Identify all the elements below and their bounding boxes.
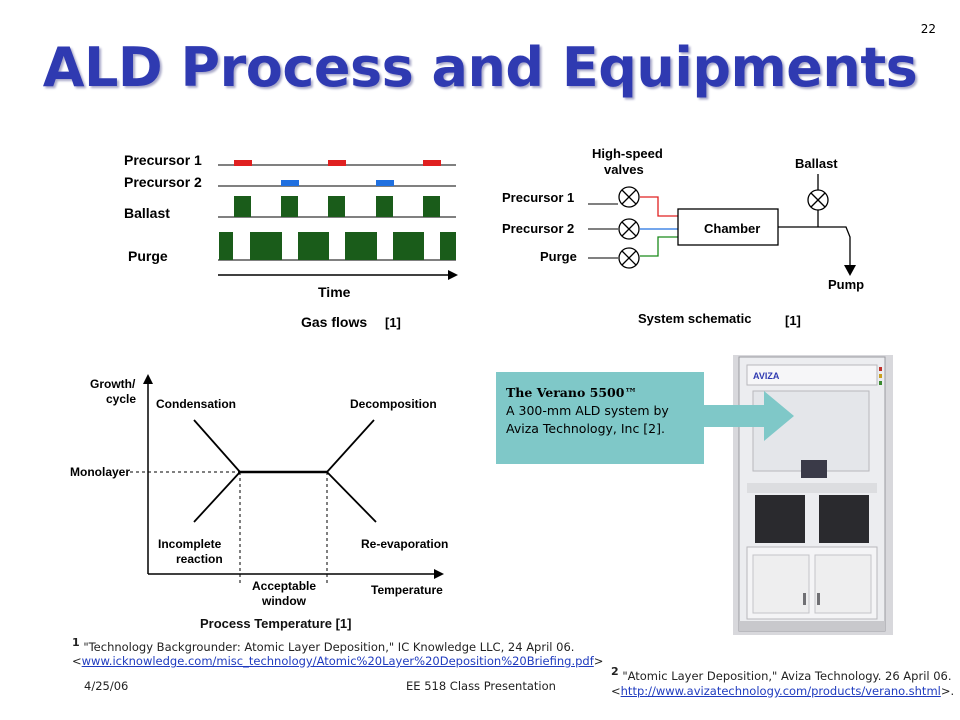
chamber-label: Chamber (704, 221, 760, 236)
precursor1-pulse (328, 160, 346, 166)
gas-flows-caption: Gas flows (301, 314, 367, 330)
precursor1-pulse (234, 160, 252, 166)
purge-feed-line (640, 236, 678, 257)
x-axis-arrowhead (434, 569, 444, 579)
process-window-caption: Process Temperature [1] (200, 616, 352, 631)
process-window-diagram: Growth/ cycle Monolayer Condensation Dec… (70, 374, 448, 608)
ballast-pulse (281, 196, 298, 217)
exhaust-line (778, 226, 851, 267)
reference-1-text: "Technology Backgrounder: Atomic Layer D… (83, 639, 575, 654)
reference-1: 1 "Technology Backgrounder: Atomic Layer… (72, 636, 574, 654)
precursor2-pulse (281, 180, 299, 186)
callout-line2: Aviza Technology, Inc [2]. (506, 421, 665, 436)
purge-row-label: Purge (128, 248, 168, 264)
ballast-valve-icon (807, 189, 829, 211)
schematic-ref: [1] (785, 313, 801, 328)
reevaporation-label: Re-evaporation (361, 537, 448, 551)
purge-valve-icon (618, 247, 640, 269)
time-axis-label: Time (318, 284, 351, 300)
footer-date: 4/25/06 (84, 679, 129, 693)
incomplete-reaction-curve (193, 471, 241, 523)
purge-block (250, 232, 282, 260)
y-axis-label-line2: cycle (106, 392, 136, 406)
callout-title: The Verano 5500™ (506, 385, 637, 400)
ballast-row-label: Ballast (124, 205, 170, 221)
reference-2-number: 2 (611, 665, 619, 678)
precursor2-valve-icon (618, 218, 640, 240)
callout-arrow (704, 391, 794, 441)
reference-2: 2 "Atomic Layer Deposition," Aviza Techn… (611, 665, 952, 683)
reference-1-number: 1 (72, 636, 80, 649)
incomplete-label-line2: reaction (176, 552, 223, 566)
pump-arrowhead (844, 265, 856, 276)
reevaporation-curve (326, 471, 377, 523)
slide-title: ALD Process and Equipments (42, 36, 918, 99)
ballast-label: Ballast (795, 156, 838, 171)
callout-line1: A 300-mm ALD system by (506, 403, 669, 418)
precursor1-valve-icon (618, 186, 640, 208)
reference-1-link[interactable]: www.icknowledge.com/misc_technology/Atom… (81, 654, 594, 668)
purge-block (219, 232, 233, 260)
incomplete-label-line1: Incomplete (158, 537, 222, 551)
purge-block (298, 232, 329, 260)
condensation-label: Condensation (156, 397, 236, 411)
schematic-caption: System schematic (638, 311, 751, 326)
precursor2-pulse (376, 180, 394, 186)
y-axis-label-line1: Growth/ (90, 377, 136, 391)
precursor1-feed-line (640, 196, 678, 217)
pump-label: Pump (828, 277, 864, 292)
reference-2-text: "Atomic Layer Deposition," Aviza Technol… (622, 668, 952, 683)
gas-flows-diagram: Precursor 1 Precursor 2 Ballast Purge Ti… (124, 152, 458, 330)
precursor1-pulse (423, 160, 441, 166)
purge-input-label: Purge (540, 249, 577, 264)
verano-5500-photo: AVIZA (733, 355, 893, 635)
ballast-pulse (376, 196, 393, 217)
purge-block (440, 232, 456, 260)
precursor2-input-label: Precursor 2 (502, 221, 574, 236)
reference-2-link-line: <http://www.avizatechnology.com/products… (611, 684, 955, 698)
precursor2-row-label: Precursor 2 (124, 174, 202, 190)
ballast-pulse (328, 196, 345, 217)
acceptable-label-line2: window (261, 594, 307, 608)
precursor1-row-label: Precursor 1 (124, 152, 202, 168)
reference-2-link[interactable]: http://www.avizatechnology.com/products/… (620, 684, 941, 698)
temperature-axis-label: Temperature (371, 583, 443, 597)
condensation-curve (193, 419, 241, 473)
gas-flows-ref: [1] (385, 315, 401, 330)
monolayer-label: Monolayer (70, 465, 130, 479)
ballast-pulse (234, 196, 251, 217)
valves-label-line1: High-speed (592, 146, 663, 161)
acceptable-label-line1: Acceptable (252, 579, 316, 593)
time-arrowhead (448, 270, 458, 280)
valves-label-line2: valves (604, 162, 644, 177)
decomposition-label: Decomposition (350, 397, 437, 411)
system-schematic: High-speed valves Ballast Precursor 1 Pr… (502, 146, 864, 328)
y-axis-arrowhead (143, 374, 153, 384)
purge-block (345, 232, 377, 260)
aviza-logo: AVIZA (753, 371, 780, 381)
precursor1-input-label: Precursor 1 (502, 190, 574, 205)
verano-callout: The Verano 5500™ A 300-mm ALD system by … (496, 372, 704, 464)
decomposition-curve (326, 419, 375, 473)
ballast-pulse (423, 196, 440, 217)
reference-1-link-line: <www.icknowledge.com/misc_technology/Ato… (72, 654, 604, 668)
purge-block (393, 232, 424, 260)
page-number: 22 (920, 22, 936, 36)
footer-center: EE 518 Class Presentation (406, 679, 556, 693)
